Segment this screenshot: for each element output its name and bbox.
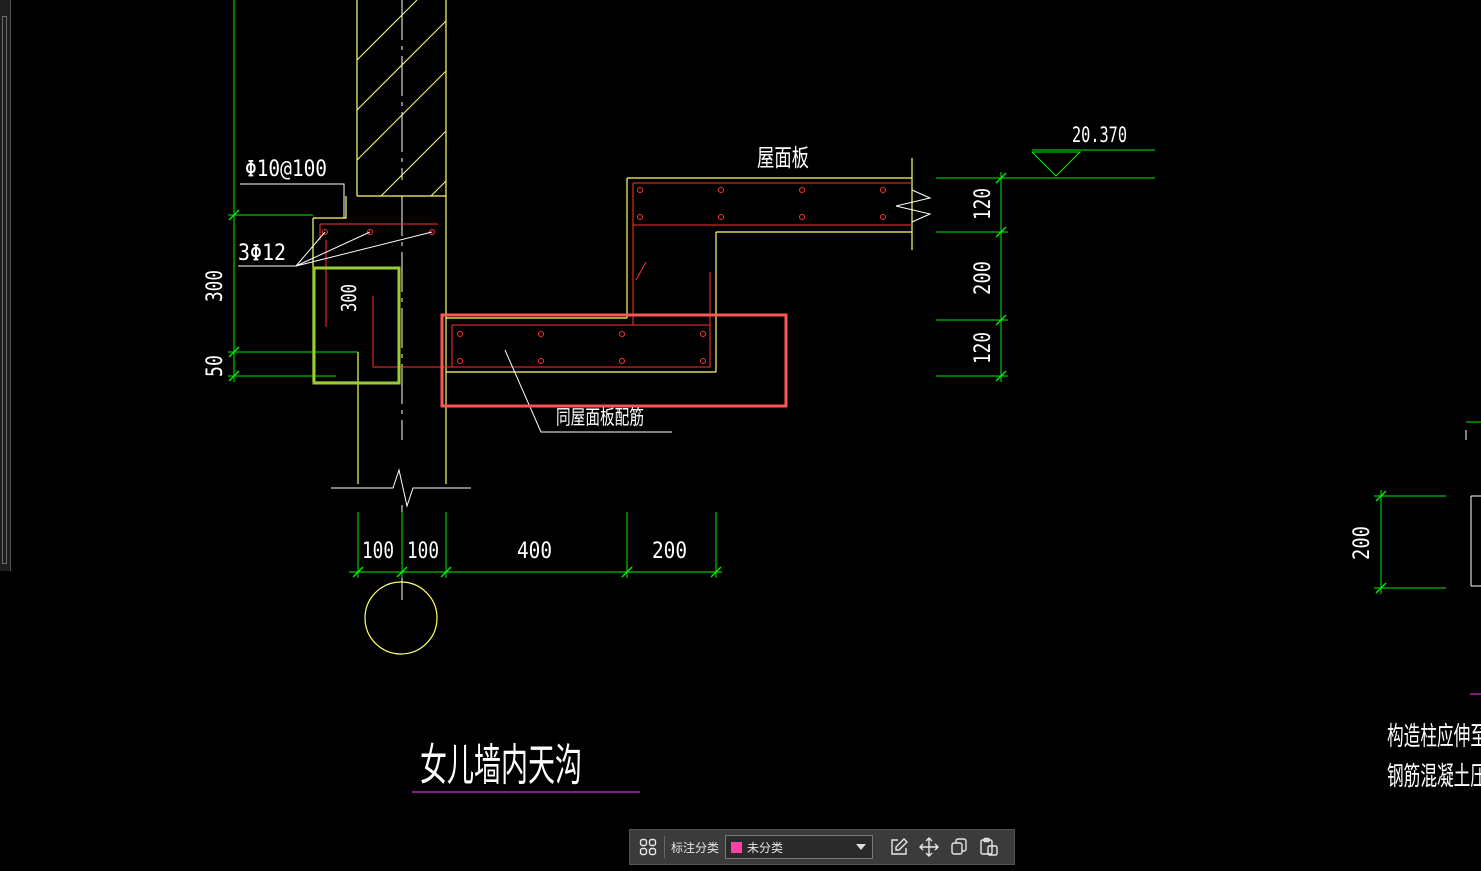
edit-icon[interactable] [887,835,911,859]
dimension-ticks [228,172,1387,594]
rebar-stirrup-label: Φ10@100 [245,157,327,182]
toolbar-divider [664,836,665,858]
note-line-2: 钢筋混凝土压 [1387,762,1481,792]
elevation-label: 20.370 [1072,123,1127,147]
side-panel-edge[interactable] [0,0,11,571]
chevron-down-icon [856,844,867,850]
copy-icon[interactable] [947,835,971,859]
note-line-1: 构造柱应伸至 [1387,722,1481,752]
dim-right-120-top: 120 [971,188,996,220]
dim-bottom-200: 200 [652,539,687,564]
highlight-box-green[interactable] [312,266,401,385]
annotation-category-select[interactable]: 未分类 [725,835,874,859]
center-line [331,0,932,600]
structure-outline [312,0,913,655]
dim-inner-300: 300 [337,284,361,312]
elevation-symbol [1031,149,1155,177]
dim-bottom-100-b: 100 [407,539,439,564]
category-select-value: 未分类 [747,840,784,855]
dim-far-right-200: 200 [1350,526,1375,560]
dim-bottom-100-a: 100 [362,539,394,564]
dim-right-120-bottom: 120 [971,332,996,364]
partial-detail-right [1465,430,1481,587]
dim-left-50: 50 [203,355,228,377]
same-as-slab-label: 同屋面板配筋 [556,405,644,429]
grid-icon[interactable] [636,835,660,859]
dimension-lines [228,0,1481,594]
rebar [319,182,912,368]
annotation-toolbar: 标注分类 未分类 [629,829,1015,865]
dim-right-200: 200 [971,261,996,295]
rebar-dots [322,187,886,364]
leader-lines [238,183,672,433]
drawing-title: 女儿墙内天沟 [420,740,582,791]
dim-bottom-400: 400 [517,539,552,564]
move-icon[interactable] [917,835,941,859]
side-panel-scrollbar[interactable] [2,16,7,564]
dim-left-300: 300 [203,270,228,302]
rebar-main-label: 3Φ12 [238,241,286,266]
paste-icon[interactable] [977,835,1001,859]
category-color-swatch [731,841,743,853]
roof-slab-label: 屋面板 [757,144,809,172]
highlight-box-red[interactable] [440,313,788,408]
annotation-category-label: 标注分类 [671,840,720,855]
